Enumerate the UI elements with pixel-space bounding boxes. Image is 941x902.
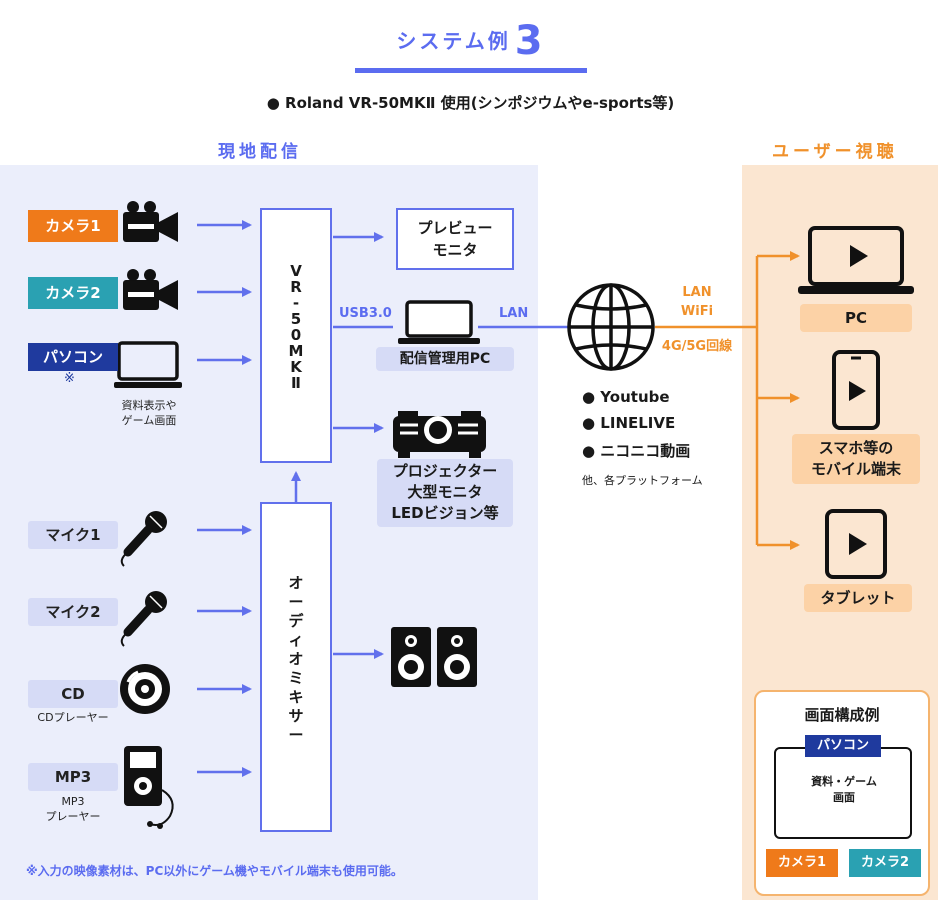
projector-label: プロジェクター 大型モニタ LEDビジョン等 <box>377 459 513 527</box>
cd-icon <box>120 664 170 714</box>
usb-label: USB3.0 <box>339 306 392 321</box>
mixer-label: オ ー デ ィ オ ミ キ サ ー <box>288 574 304 744</box>
layout-screen: 資料・ゲーム画面 <box>774 747 912 839</box>
mic1-label: マイク1 <box>28 521 118 549</box>
lan-label: LAN <box>499 306 529 321</box>
pc-input-caption: 資料表示や ゲーム画面 <box>121 399 177 427</box>
title-underline <box>355 68 587 73</box>
layout-camera2-label: カメラ2 <box>849 849 921 877</box>
viewer-pc-label: PC <box>800 304 912 332</box>
pc-laptop-icon <box>398 300 480 344</box>
cd-caption: CDプレーヤー <box>37 711 109 724</box>
camera-icon <box>123 269 178 310</box>
platform-youtube: ● Youtube <box>582 388 670 406</box>
microphone-icon <box>120 591 167 647</box>
viewer-tablet-label: タブレット <box>804 584 912 612</box>
layout-screen-text: 資料・ゲーム画面 <box>811 775 877 804</box>
switcher-label: V R - 5 0 M K Ⅱ <box>288 262 304 392</box>
title-number: 3 <box>514 18 546 64</box>
preview-monitor-box: プレビュー モニタ <box>396 208 514 270</box>
viewer-laptop-icon <box>798 226 914 294</box>
layout-pc-label: パソコン <box>805 735 881 757</box>
mp3-caption: MP3 プレーヤー <box>45 795 101 823</box>
network-wifi: WiFi <box>680 304 714 319</box>
mp3-label: MP3 <box>28 763 118 791</box>
platform-niconico: ● ニコニコ動画 <box>582 442 691 460</box>
camera1-label: カメラ1 <box>28 210 118 242</box>
speaker-icon <box>391 627 431 687</box>
network-mobile: 4G/5G回線 <box>661 339 733 354</box>
left-section-label: 現地配信 <box>218 142 302 162</box>
layout-camera1-label: カメラ1 <box>766 849 838 877</box>
camera-icon <box>123 201 178 242</box>
network-lan: LAN <box>682 285 712 300</box>
footnote: ※入力の映像素材は、PC以外にゲーム機やモバイル端末も使用可能。 <box>26 864 403 878</box>
mic2-label: マイク2 <box>28 598 118 626</box>
layout-example-box: 画面構成例 資料・ゲーム画面 パソコン カメラ1 カメラ2 <box>754 690 930 896</box>
mixer-box: オ ー デ ィ オ ミ キ サ ー <box>260 502 332 832</box>
platform-other: 他、各プラットフォーム <box>582 474 703 487</box>
camera2-label: カメラ2 <box>28 277 118 309</box>
title-text: システム例 <box>396 29 511 53</box>
streaming-pc-label: 配信管理用PC <box>376 347 514 371</box>
speaker-icon <box>437 627 477 687</box>
layout-example-title: 画面構成例 <box>804 706 880 724</box>
cd-label: CD <box>28 680 118 708</box>
viewer-mobile-label: スマホ等の モバイル端末 <box>792 434 920 484</box>
pc-input-mark: ※ <box>64 371 75 386</box>
subtitle: ● Roland VR-50MKⅡ 使用(シンポジウムやe-sports等) <box>266 94 675 112</box>
microphone-icon <box>120 511 167 567</box>
platform-linelive: ● LINELIVE <box>582 414 676 432</box>
preview-monitor-label: プレビュー モニタ <box>417 219 493 259</box>
smartphone-icon <box>832 350 880 430</box>
pc-input-label: パソコン <box>28 343 118 371</box>
switcher-box: V R - 5 0 M K Ⅱ <box>260 208 332 463</box>
laptop-icon <box>114 341 182 388</box>
mp3-player-icon <box>124 746 174 829</box>
projector-icon <box>393 411 486 458</box>
right-section-label: ユーザー視聴 <box>772 142 898 162</box>
tablet-icon <box>825 509 887 579</box>
globe-icon <box>567 283 655 371</box>
